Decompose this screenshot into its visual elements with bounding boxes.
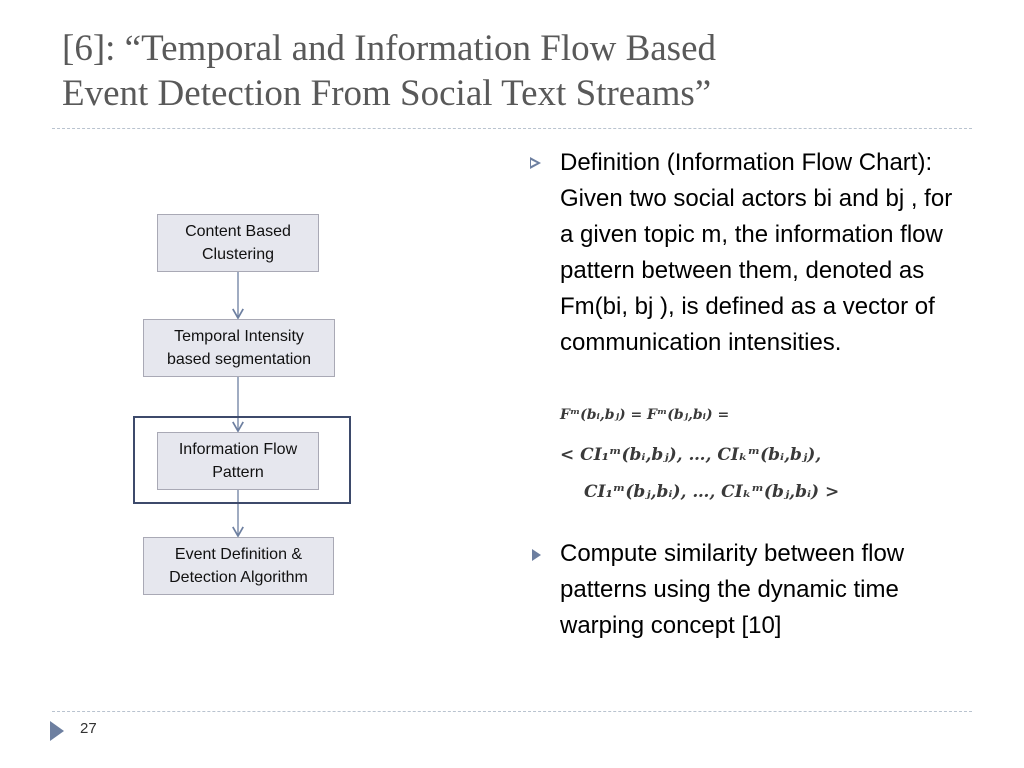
footer-triangle-icon <box>50 721 64 741</box>
bullet-arrow-icon <box>530 157 541 169</box>
flow-box-temporal-segmentation: Temporal Intensity based segmentation <box>143 319 335 377</box>
flow-box-information-flow-pattern: Information Flow Pattern <box>157 432 319 490</box>
flow-box-label-line-2: Detection Algorithm <box>169 569 308 586</box>
formula-line-2: < CI₁ᵐ(bᵢ,bⱼ), …, CIₖᵐ(bᵢ,bⱼ), <box>560 445 822 465</box>
slide-title-line-2: Event Detection From Social Text Streams… <box>62 73 712 114</box>
title-divider <box>52 128 972 129</box>
flow-box-label-line-2: Pattern <box>212 464 264 481</box>
page-number: 27 <box>80 720 97 737</box>
highlight-frame <box>133 416 351 504</box>
flow-box-content-clustering: Content Based Clustering <box>157 214 319 272</box>
bullet-definition-text: Definition (Information Flow Chart): Giv… <box>560 149 953 356</box>
formula-line-1: Fᵐ(bᵢ,bⱼ) = Fᵐ(bⱼ,bᵢ) = <box>560 407 730 423</box>
footer-divider <box>52 711 972 712</box>
flow-box-label-line-1: Content Based <box>185 223 291 240</box>
formula-line-3: CI₁ᵐ(bⱼ,bᵢ), …, CIₖᵐ(bⱼ,bᵢ) > <box>584 482 840 502</box>
flow-box-label-line-2: based segmentation <box>166 351 312 368</box>
flow-box-label-line-1: Temporal Intensity <box>174 328 304 345</box>
bullet-compute-text: Compute similarity between flow patterns… <box>560 540 905 639</box>
slide-title-line-1: [6]: “Temporal and Information Flow Base… <box>62 28 716 69</box>
flow-box-event-detection: Event Definition & Detection Algorithm <box>143 537 334 595</box>
slide-title: [6]: “Temporal and Information Flow Base… <box>62 26 992 116</box>
flow-box-label-line-1: Event Definition & <box>174 546 303 563</box>
flow-box-label-line-2: Clustering <box>201 246 275 263</box>
bullet-triangle-icon <box>532 549 541 561</box>
flow-box-label-line-1: Information Flow <box>178 441 298 458</box>
